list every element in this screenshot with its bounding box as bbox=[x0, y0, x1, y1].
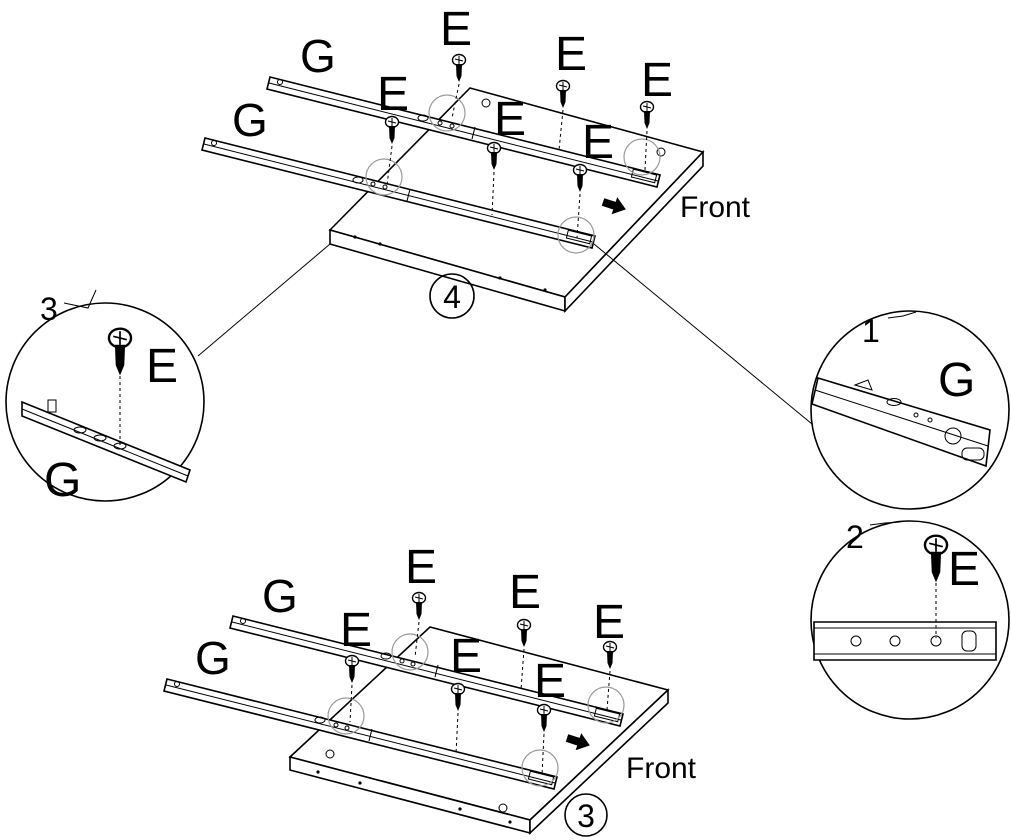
detail-number: 2 bbox=[846, 519, 864, 555]
label-rail: G bbox=[300, 30, 336, 82]
label-rail: G bbox=[232, 94, 268, 146]
label-panel-number: 3 bbox=[577, 798, 595, 834]
label-screw: E bbox=[440, 3, 472, 56]
label-rail: G bbox=[262, 570, 298, 622]
label-rail: G bbox=[44, 454, 81, 507]
detail-3: 3 E G bbox=[5, 289, 205, 507]
label-screw: E bbox=[641, 54, 673, 107]
rail-lower bbox=[201, 137, 596, 249]
bottom-assembly: G G E E E E E E Front 3 bbox=[163, 541, 697, 837]
detail-number: 3 bbox=[40, 291, 58, 327]
label-panel-number: 4 bbox=[443, 279, 461, 315]
panel-4-side-edge bbox=[564, 149, 704, 314]
label-screw: E bbox=[494, 93, 526, 146]
rail-upper bbox=[266, 76, 661, 188]
label-screw: E bbox=[377, 68, 409, 121]
label-screw: E bbox=[534, 655, 566, 708]
label-screw: E bbox=[405, 541, 437, 594]
screw-icon bbox=[107, 327, 133, 377]
screw-icon bbox=[923, 534, 949, 584]
label-screw: E bbox=[948, 543, 980, 596]
detail-number: 1 bbox=[862, 313, 880, 349]
label-rail: G bbox=[195, 632, 231, 684]
label-screw: E bbox=[509, 566, 541, 619]
label-screw: E bbox=[582, 116, 614, 169]
label-screw: E bbox=[593, 596, 625, 649]
label-screw: E bbox=[146, 340, 178, 393]
label-front: Front bbox=[626, 752, 697, 785]
detail-1: 1 G bbox=[810, 310, 1010, 510]
label-front: Front bbox=[680, 191, 751, 224]
label-screw: E bbox=[450, 630, 482, 683]
top-assembly: G G E E E E E E Front 4 bbox=[201, 3, 751, 319]
label-screw: E bbox=[340, 604, 372, 657]
label-rail: G bbox=[938, 354, 975, 407]
rail-lower bbox=[163, 678, 558, 790]
panel-3-side-edge bbox=[529, 688, 669, 835]
label-screw: E bbox=[555, 28, 587, 81]
rail-upper bbox=[229, 615, 624, 727]
detail-2: 2 E bbox=[810, 519, 1010, 720]
